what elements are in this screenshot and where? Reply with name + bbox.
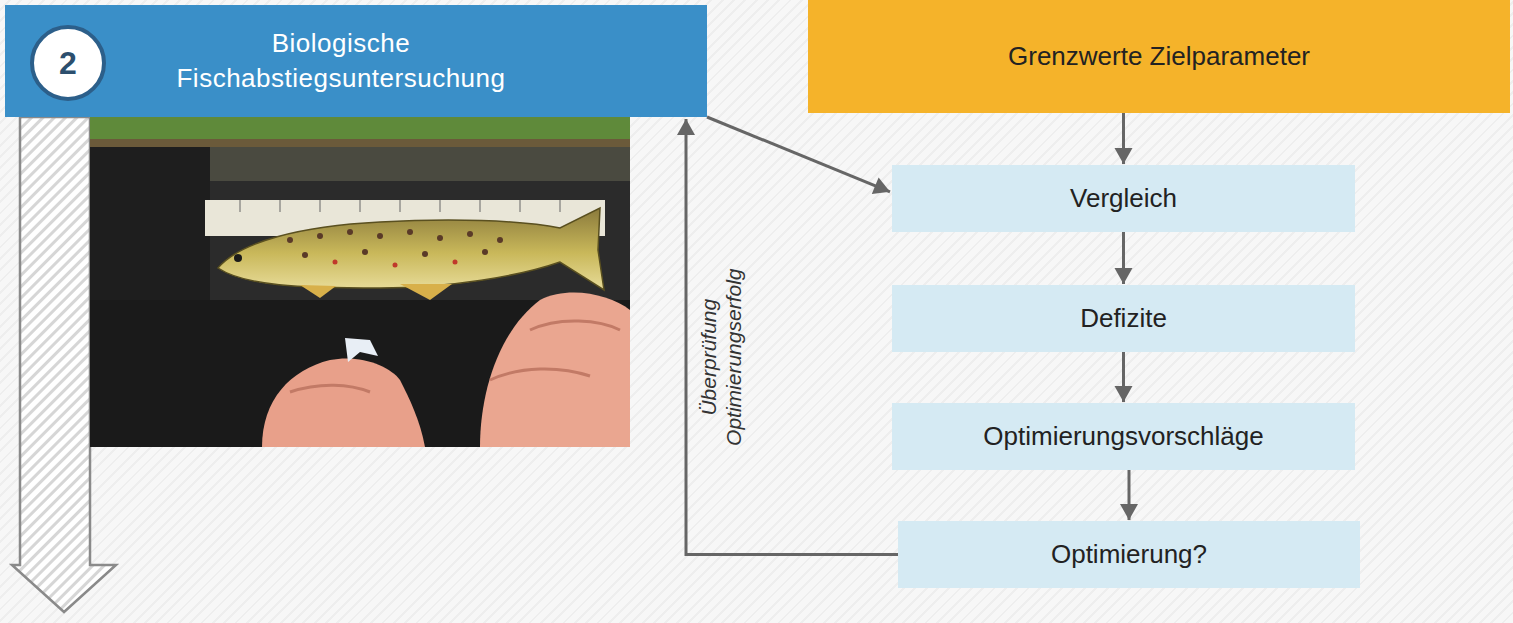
arrowhead — [1120, 504, 1138, 520]
connector-line — [686, 119, 898, 555]
arrowhead — [1115, 148, 1133, 164]
callout-number-text: 2 — [59, 44, 77, 82]
box-text: Optimierungsvorschläge — [983, 421, 1263, 452]
edge-label: Überprüfung Optimierungserfolg — [696, 242, 746, 472]
process-box: Optimierungsvorschläge — [892, 403, 1355, 470]
arrowhead — [1115, 386, 1133, 402]
box-text: Vergleich — [1070, 183, 1177, 214]
target-box: Grenzwerte Zielparameter — [808, 0, 1510, 113]
section-header: Biologische Fischabstiegsuntersuchung 2 — [5, 5, 707, 117]
callout-number: 2 — [29, 24, 107, 102]
process-box: Defizite — [892, 285, 1355, 352]
box-text: Biologische Fischabstiegsuntersuchung — [115, 26, 567, 96]
arrowhead — [1115, 268, 1133, 284]
callout-circle-outline — [32, 27, 104, 99]
connector — [1120, 470, 1138, 520]
connector-line — [707, 117, 890, 192]
connector — [707, 117, 890, 194]
connector — [1115, 113, 1133, 164]
connector — [677, 119, 898, 555]
connector — [1115, 232, 1133, 284]
connector — [1115, 352, 1133, 402]
box-text: Optimierung? — [1051, 539, 1207, 570]
decision-box: Optimierung? — [898, 521, 1360, 588]
process-box: Vergleich — [892, 165, 1355, 232]
arrowhead — [677, 119, 695, 135]
box-text: Grenzwerte Zielparameter — [1008, 41, 1310, 72]
fish-photo — [90, 117, 630, 447]
arrowhead — [872, 177, 890, 194]
box-text: Defizite — [1080, 303, 1167, 334]
